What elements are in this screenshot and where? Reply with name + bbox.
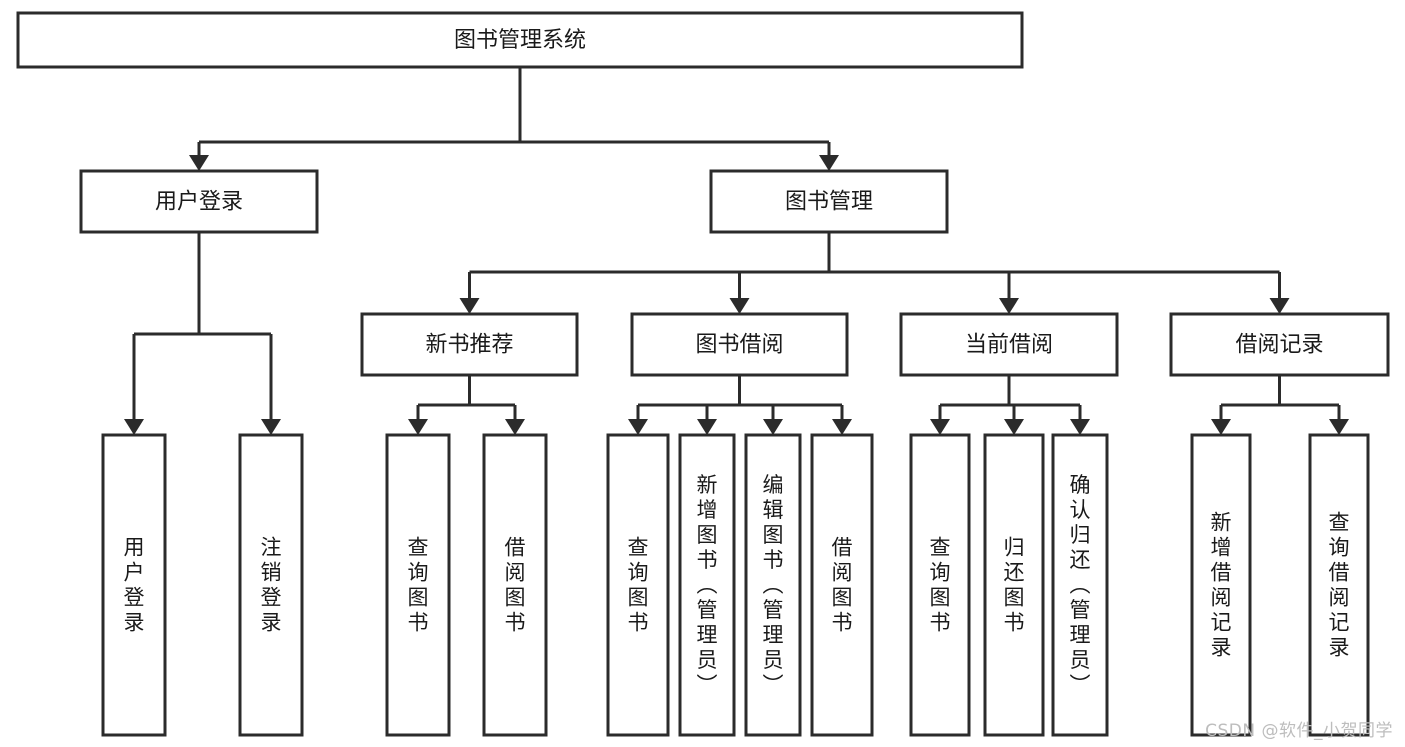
leaf-3-3-arrowhead xyxy=(763,419,783,435)
leaf-node-label: 查询图书 xyxy=(930,536,951,635)
leaf-1-2-arrowhead xyxy=(261,419,281,435)
leaf-node-label: 查询图书 xyxy=(408,536,429,635)
leaf-4-3-arrowhead xyxy=(1070,419,1090,435)
leaf-node-rect[interactable] xyxy=(1051,433,1109,737)
leaf-node-rect[interactable] xyxy=(678,433,736,737)
leaf-node-8[interactable]: 借阅图书 xyxy=(810,433,874,737)
level3-node-rect[interactable] xyxy=(1169,312,1390,377)
leaf-node-label: 新增图书︵管理员︶ xyxy=(697,473,718,697)
leaf-node-label: 查询借阅记录 xyxy=(1329,511,1350,660)
root-node-label: 图书管理系统 xyxy=(454,28,586,53)
level3-1-arrowhead xyxy=(459,298,480,314)
level2-node-label: 用户登录 xyxy=(155,190,243,215)
level3-node-label: 借阅记录 xyxy=(1235,333,1323,358)
level2-node-label: 图书管理 xyxy=(785,190,873,215)
leaf-node-rect[interactable] xyxy=(1308,433,1370,737)
leaf-node-9[interactable]: 查询图书 xyxy=(909,433,971,737)
level3-node-label: 新书推荐 xyxy=(425,333,513,358)
leaf-node-label: 归还图书 xyxy=(1004,536,1025,635)
leaf-node-label: 编辑图书︵管理员︶ xyxy=(763,473,784,697)
leaf-node-10[interactable]: 归还图书 xyxy=(983,433,1045,737)
leaf-node-label: 确认归还︵管理员︶ xyxy=(1070,473,1091,697)
leaf-4-1-arrowhead xyxy=(930,419,950,435)
leaf-node-rect[interactable] xyxy=(983,433,1045,737)
leaf-node-rect[interactable] xyxy=(238,433,304,737)
leaf-1-1-arrowhead xyxy=(124,419,144,435)
root-node-1[interactable]: 图书管理系统 xyxy=(16,11,1024,69)
level3-node-label: 当前借阅 xyxy=(965,333,1053,358)
level2-node-rect[interactable] xyxy=(79,169,319,234)
leaf-node-label: 用户登录 xyxy=(124,536,145,635)
level3-node-2[interactable]: 图书借阅 xyxy=(630,312,849,377)
level3-node-rect[interactable] xyxy=(899,312,1119,377)
leaf-4-2-arrowhead xyxy=(1004,419,1024,435)
leaf-node-4[interactable]: 借阅图书 xyxy=(482,433,548,737)
node-boxes: 图书管理系统用户登录图书管理新书推荐图书借阅当前借阅借阅记录用户登录注销登录查询… xyxy=(16,11,1390,737)
root-node-rect[interactable] xyxy=(16,11,1024,69)
level3-3-arrowhead xyxy=(999,298,1019,314)
leaf-2-1-arrowhead xyxy=(408,419,428,435)
csdn-watermark: CSDN @软件_小贺同学 xyxy=(1205,721,1393,741)
leaf-3-1-arrowhead xyxy=(628,419,648,435)
leaf-node-label: 借阅图书 xyxy=(832,536,853,635)
level2-1-arrowhead xyxy=(189,155,209,171)
level3-node-label: 图书借阅 xyxy=(695,333,783,358)
leaf-node-rect[interactable] xyxy=(101,433,167,737)
level3-node-rect[interactable] xyxy=(360,312,579,377)
leaf-node-rect[interactable] xyxy=(810,433,874,737)
leaf-3-4-arrowhead xyxy=(832,419,852,435)
level3-node-rect[interactable] xyxy=(630,312,849,377)
leaf-5-1-arrowhead xyxy=(1211,419,1231,435)
level3-node-4[interactable]: 借阅记录 xyxy=(1169,312,1390,377)
leaf-node-13[interactable]: 查询借阅记录 xyxy=(1308,433,1370,737)
leaf-node-label: 查询图书 xyxy=(628,536,649,635)
leaf-node-2[interactable]: 注销登录 xyxy=(238,433,304,737)
leaf-2-2-arrowhead xyxy=(505,419,525,435)
leaf-node-rect[interactable] xyxy=(606,433,670,737)
leaf-node-rect[interactable] xyxy=(385,433,451,737)
leaf-node-rect[interactable] xyxy=(909,433,971,737)
connector-lines xyxy=(124,67,1349,435)
leaf-node-7[interactable]: 编辑图书︵管理员︶ xyxy=(744,433,802,737)
leaf-node-6[interactable]: 新增图书︵管理员︶ xyxy=(678,433,736,737)
level2-node-1[interactable]: 用户登录 xyxy=(79,169,319,234)
level3-2-arrowhead xyxy=(729,298,750,314)
level3-4-arrowhead xyxy=(1269,298,1290,314)
leaf-node-11[interactable]: 确认归还︵管理员︶ xyxy=(1051,433,1109,737)
leaf-node-label: 注销登录 xyxy=(261,536,282,635)
leaf-node-label: 新增借阅记录 xyxy=(1211,511,1232,660)
level3-node-3[interactable]: 当前借阅 xyxy=(899,312,1119,377)
leaf-node-12[interactable]: 新增借阅记录 xyxy=(1190,433,1252,737)
leaf-node-rect[interactable] xyxy=(1190,433,1252,737)
leaf-node-label: 借阅图书 xyxy=(505,536,526,635)
leaf-5-2-arrowhead xyxy=(1329,419,1349,435)
level3-node-1[interactable]: 新书推荐 xyxy=(360,312,579,377)
leaf-node-rect[interactable] xyxy=(744,433,802,737)
level2-node-rect[interactable] xyxy=(709,169,949,234)
leaf-node-5[interactable]: 查询图书 xyxy=(606,433,670,737)
leaf-node-1[interactable]: 用户登录 xyxy=(101,433,167,737)
leaf-node-rect[interactable] xyxy=(482,433,548,737)
leaf-node-3[interactable]: 查询图书 xyxy=(385,433,451,737)
level2-node-2[interactable]: 图书管理 xyxy=(709,169,949,234)
level2-2-arrowhead xyxy=(819,155,839,171)
leaf-3-2-arrowhead xyxy=(697,419,717,435)
